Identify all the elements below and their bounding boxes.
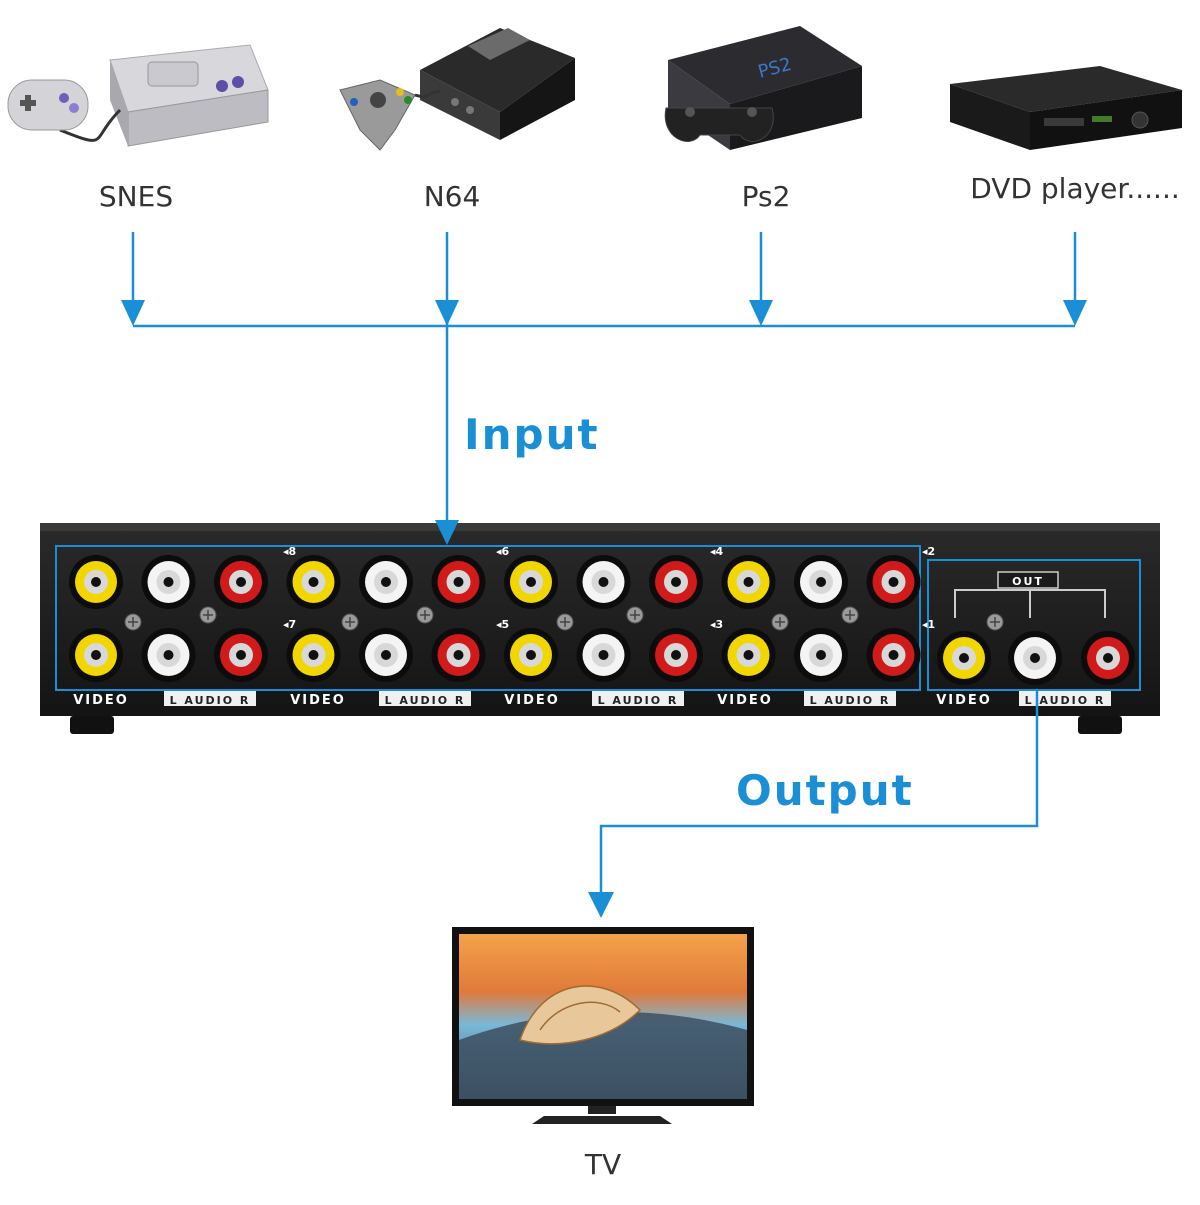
input-jack-bottom-1	[69, 628, 123, 682]
rca-jacks	[69, 555, 1135, 685]
input-jack-bottom-3	[214, 628, 268, 682]
input-jack-top-7	[504, 555, 558, 609]
source-arrow-1	[121, 232, 145, 326]
input-jack-bottom-4	[286, 628, 341, 682]
source-label-dvd-player: DVD player......	[970, 172, 1180, 205]
tv-icon	[452, 927, 754, 1124]
video-label-3: VIDEO	[504, 693, 560, 708]
snes-console-icon	[7, 44, 269, 147]
audio-label-4: L AUDIO R	[810, 694, 891, 707]
source-label-n64: N64	[423, 180, 481, 213]
channel-top-2: ◂2	[922, 545, 935, 558]
channel-bottom-1: ◂1	[922, 618, 935, 631]
panel-channel-labels: ◂8 ◂6 ◂4 ◂2 ◂7 ◂5 ◂3 ◂1	[283, 545, 935, 631]
dvd-player-icon	[950, 66, 1182, 150]
input-jack-bottom-6	[431, 628, 486, 682]
input-jack-bottom-10	[721, 628, 776, 682]
input-jack-top-2	[141, 555, 196, 609]
screw-4	[416, 606, 434, 624]
input-label: Input	[464, 410, 600, 459]
channel-top-6: ◂6	[496, 545, 510, 558]
output-jack-3	[1081, 631, 1135, 685]
audio-label-3: L AUDIO R	[598, 694, 679, 707]
video-label-4: VIDEO	[717, 693, 773, 708]
screw-1	[124, 613, 142, 631]
input-jack-top-5	[359, 555, 413, 609]
video-label-2: VIDEO	[290, 693, 346, 708]
input-jack-top-10	[721, 555, 776, 609]
screw-8	[841, 606, 859, 624]
input-jack-top-9	[649, 555, 703, 609]
out-video-label: VIDEO	[936, 693, 992, 708]
input-connector	[435, 320, 459, 545]
output-jack-1	[937, 631, 991, 685]
out-badge-label: OUT	[1012, 575, 1044, 588]
input-jack-top-12	[866, 555, 921, 609]
tv-label: TV	[584, 1148, 622, 1181]
ps2-console-icon: PS2	[664, 26, 862, 150]
channel-top-4: ◂4	[710, 545, 724, 558]
source-arrow-2	[435, 232, 459, 326]
channel-bottom-7: ◂7	[283, 618, 296, 631]
source-arrows	[121, 232, 1087, 328]
channel-bottom-3: ◂3	[710, 618, 723, 631]
screw-6	[626, 606, 644, 624]
output-connector	[588, 690, 1039, 918]
input-jack-bottom-5	[359, 628, 413, 682]
audio-label-box-4	[804, 691, 896, 706]
input-jack-bottom-2	[141, 628, 196, 682]
channel-top-8: ◂8	[283, 545, 296, 558]
source-label-ps2: Ps2	[741, 180, 791, 213]
input-jack-top-4	[286, 555, 341, 609]
source-label-snes: SNES	[98, 180, 174, 213]
audio-label-1: L AUDIO R	[170, 694, 251, 707]
out-audio-label: L AUDIO R	[1025, 694, 1106, 707]
panel-screws	[124, 606, 1004, 631]
source-arrow-4	[1063, 232, 1087, 326]
audio-label-box-1	[164, 691, 256, 706]
input-jack-bottom-9	[649, 628, 703, 682]
input-jack-bottom-11	[794, 628, 848, 682]
n64-console-icon	[339, 28, 575, 151]
output-label: Output	[736, 766, 914, 815]
input-jack-top-6	[431, 555, 486, 609]
input-jack-bottom-12	[866, 628, 921, 682]
video-label-1: VIDEO	[73, 693, 129, 708]
screw-9	[986, 613, 1004, 631]
screw-2	[199, 606, 217, 624]
audio-label-box-2	[379, 691, 471, 706]
audio-label-box-3	[592, 691, 684, 706]
channel-bottom-5: ◂5	[496, 618, 509, 631]
panel-group-labels: VIDEO L AUDIO R VIDEO L AUDIO R VIDEO L AUDIO…	[73, 691, 1111, 708]
screw-5	[556, 613, 574, 631]
source-arrow-3	[749, 232, 773, 326]
av-switch-box: OUT VIDEO L AUDIO R VIDEO L AUDIO R VIDEO L A…	[40, 523, 1160, 734]
out-audio-label-box	[1019, 691, 1111, 706]
audio-label-2: L AUDIO R	[385, 694, 466, 707]
input-jack-bottom-7	[504, 628, 558, 682]
output-jack-2	[1008, 631, 1062, 685]
input-jack-top-11	[794, 555, 848, 609]
input-jack-bottom-8	[576, 628, 631, 682]
input-jack-top-8	[576, 555, 631, 609]
input-jack-top-3	[214, 555, 268, 609]
input-jack-top-1	[69, 555, 123, 609]
screw-7	[771, 613, 789, 631]
screw-3	[341, 613, 359, 631]
